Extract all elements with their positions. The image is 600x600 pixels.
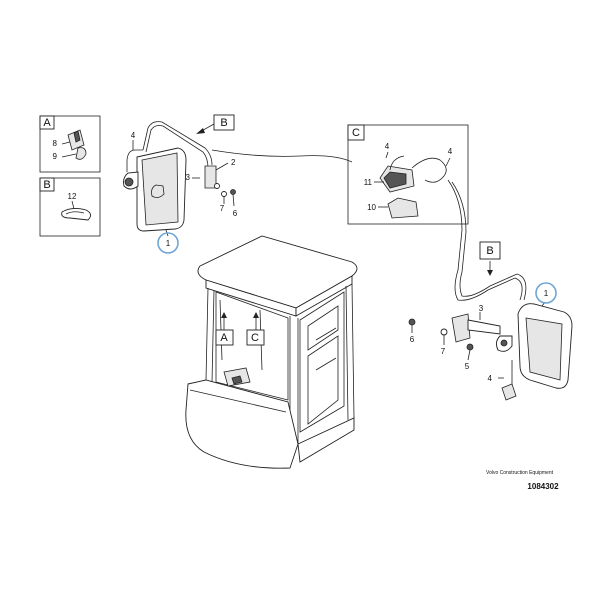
detail-c-label: C bbox=[352, 127, 360, 139]
part-number: 1 bbox=[166, 239, 171, 248]
part-number: 4 bbox=[448, 147, 453, 156]
cab-roof bbox=[197, 235, 358, 309]
right-hose bbox=[447, 179, 523, 301]
publisher-credit: Volvo Construction Equipment bbox=[486, 470, 554, 476]
clip-part bbox=[75, 147, 87, 160]
part-number: 6 bbox=[233, 209, 238, 218]
part-number: 12 bbox=[68, 192, 77, 201]
part-number: 4 bbox=[385, 142, 390, 151]
right-connector bbox=[501, 383, 517, 401]
part-number: 5 bbox=[465, 362, 470, 371]
detail-a-label: A bbox=[43, 117, 51, 129]
cab-lower-body bbox=[185, 379, 299, 469]
part-number: 4 bbox=[488, 374, 493, 383]
highlight-circle-right bbox=[535, 282, 557, 304]
detail-box-a: A 8 9 bbox=[39, 115, 101, 173]
part-number: 8 bbox=[53, 139, 58, 148]
part-number: 1 bbox=[544, 289, 549, 298]
part-number: 9 bbox=[53, 152, 58, 161]
plug-part bbox=[387, 197, 419, 219]
detail-box-b: B 12 bbox=[39, 177, 101, 237]
callout-b-label: B bbox=[220, 117, 227, 129]
part-number: 7 bbox=[220, 204, 225, 213]
cable-tie-part bbox=[61, 207, 91, 221]
left-mirror-assembly: 2 3 7 6 4 1 bbox=[123, 121, 238, 254]
cab-callout-a: A bbox=[220, 332, 228, 344]
part-number: 4 bbox=[131, 131, 136, 140]
operator-cab: A C bbox=[185, 235, 358, 469]
detail-b-label: B bbox=[43, 179, 50, 191]
part-number: 10 bbox=[367, 203, 376, 212]
callout-b-right: B bbox=[479, 241, 501, 276]
part-number: 2 bbox=[231, 158, 236, 167]
part-number: 3 bbox=[479, 304, 484, 313]
left-bracket bbox=[204, 165, 217, 189]
cab-callout-c: C bbox=[251, 332, 259, 344]
right-mirror-assembly: 6 7 5 3 4 1 bbox=[408, 282, 573, 401]
callout-b-label: B bbox=[486, 245, 493, 257]
part-number: 3 bbox=[186, 173, 191, 182]
right-bracket bbox=[451, 313, 471, 343]
callout-b-left: B bbox=[196, 114, 235, 134]
part-number: 7 bbox=[441, 347, 446, 356]
document-number: 1084302 bbox=[527, 482, 559, 491]
highlight-circle-left bbox=[157, 232, 179, 254]
part-number: 6 bbox=[410, 335, 415, 344]
top-hose bbox=[211, 149, 353, 163]
part-number: 11 bbox=[364, 178, 373, 187]
detail-box-c: C 11 10 4 4 bbox=[347, 124, 469, 225]
